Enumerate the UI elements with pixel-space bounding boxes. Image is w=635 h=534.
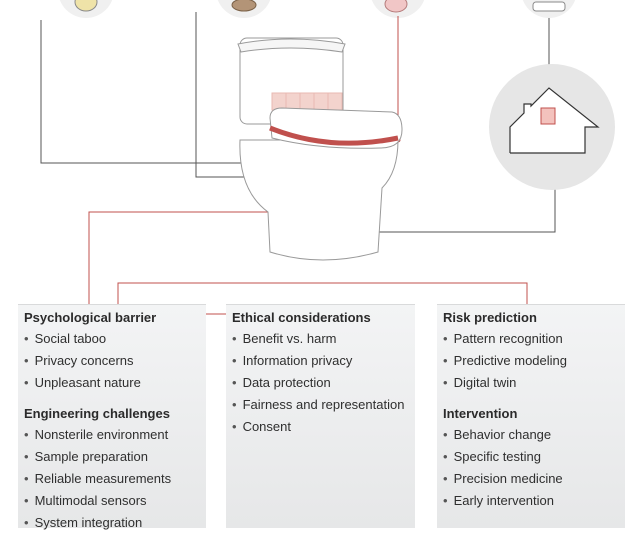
list-item: Social taboo bbox=[24, 328, 206, 350]
list-item: Consent bbox=[232, 416, 415, 438]
urine-drop-icon bbox=[74, 0, 98, 12]
ethical-considerations-heading: Ethical considerations bbox=[232, 310, 371, 325]
list-item: Predictive modeling bbox=[443, 350, 625, 372]
list-item: Behavior change bbox=[443, 424, 625, 446]
risk-prediction-list: Pattern recognition Predictive modeling … bbox=[437, 328, 625, 394]
list-item: Pattern recognition bbox=[443, 328, 625, 350]
list-item: Precision medicine bbox=[443, 468, 625, 490]
intervention-heading: Intervention bbox=[443, 406, 518, 421]
list-item: Nonsterile environment bbox=[24, 424, 206, 446]
psychological-barrier-list: Social taboo Privacy concerns Unpleasant… bbox=[18, 328, 206, 394]
device-icon bbox=[532, 1, 566, 12]
panel-left: Psychological barrier Social taboo Priva… bbox=[18, 304, 206, 530]
list-item: Specific testing bbox=[443, 446, 625, 468]
list-item: Sample preparation bbox=[24, 446, 206, 468]
accent-connectors bbox=[88, 16, 528, 315]
list-item: Multimodal sensors bbox=[24, 490, 206, 512]
list-item: Unpleasant nature bbox=[24, 372, 206, 394]
risk-prediction-heading: Risk prediction bbox=[443, 310, 537, 325]
engineering-challenges-list: Nonsterile environment Sample preparatio… bbox=[18, 424, 206, 534]
panel-middle: Ethical considerations Benefit vs. harm … bbox=[226, 304, 415, 528]
list-item: Information privacy bbox=[232, 350, 415, 372]
list-item: Data protection bbox=[232, 372, 415, 394]
list-item: Benefit vs. harm bbox=[232, 328, 415, 350]
list-item: System integration bbox=[24, 512, 206, 534]
home-sensor-icon bbox=[540, 107, 556, 125]
list-item: Privacy concerns bbox=[24, 350, 206, 372]
panel-right: Risk prediction Pattern recognition Pred… bbox=[437, 304, 625, 528]
psychological-barrier-heading: Psychological barrier bbox=[24, 310, 157, 325]
list-item: Fairness and representation bbox=[232, 394, 415, 416]
stool-icon bbox=[231, 0, 257, 12]
intervention-list: Behavior change Specific testing Precisi… bbox=[437, 424, 625, 512]
list-item: Early intervention bbox=[443, 490, 625, 512]
engineering-challenges-heading: Engineering challenges bbox=[24, 406, 170, 421]
list-item: Digital twin bbox=[443, 372, 625, 394]
smart-toilet-icon bbox=[237, 37, 403, 261]
list-item: Reliable measurements bbox=[24, 468, 206, 490]
ethical-considerations-list: Benefit vs. harm Information privacy Dat… bbox=[226, 328, 415, 438]
tissue-icon bbox=[384, 0, 408, 13]
